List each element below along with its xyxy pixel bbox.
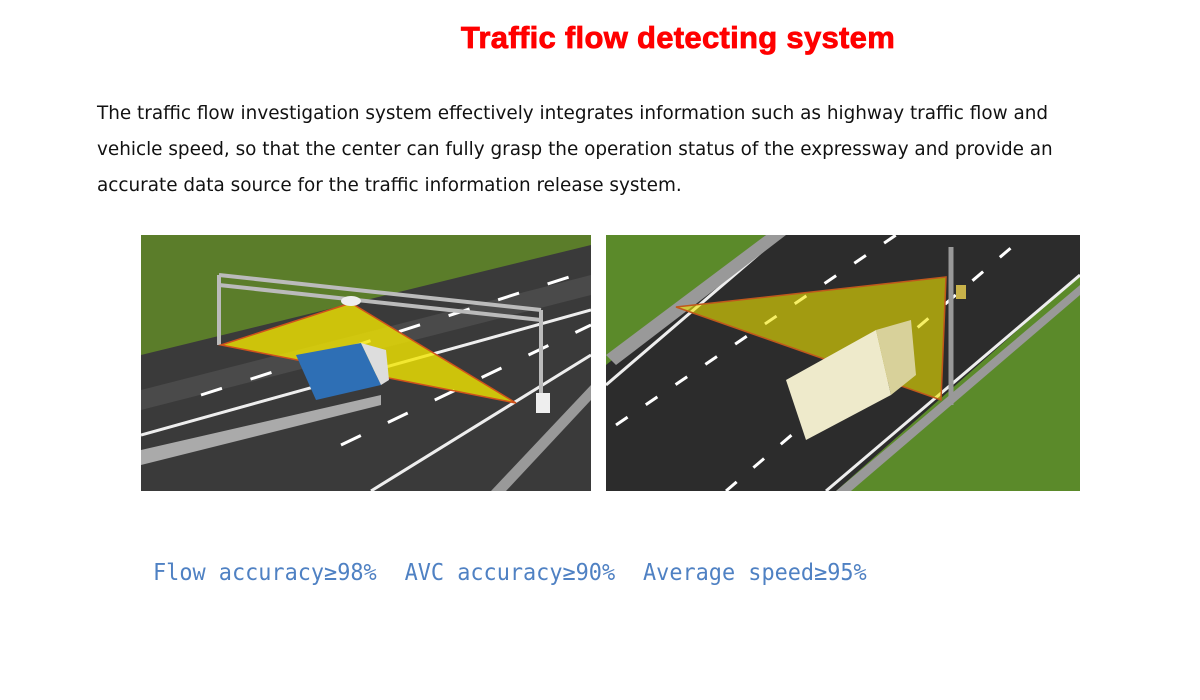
description-paragraph: The traffic flow investigation system ef… bbox=[97, 103, 1053, 196]
stat-avc-accuracy: AVC accuracy≥90% bbox=[404, 558, 616, 586]
stat-flow-accuracy: Flow accuracy≥98% bbox=[153, 558, 377, 586]
stats-line: Flow accuracy≥98% AVC accuracy≥90% Average… bbox=[153, 558, 895, 586]
stat-average-speed: Average speed≥95% bbox=[643, 558, 867, 586]
roadside-pole-detector-illustration bbox=[606, 235, 1080, 491]
page-title: Traffic flow detecting system bbox=[460, 20, 896, 56]
gantry-detector-illustration bbox=[141, 235, 591, 491]
